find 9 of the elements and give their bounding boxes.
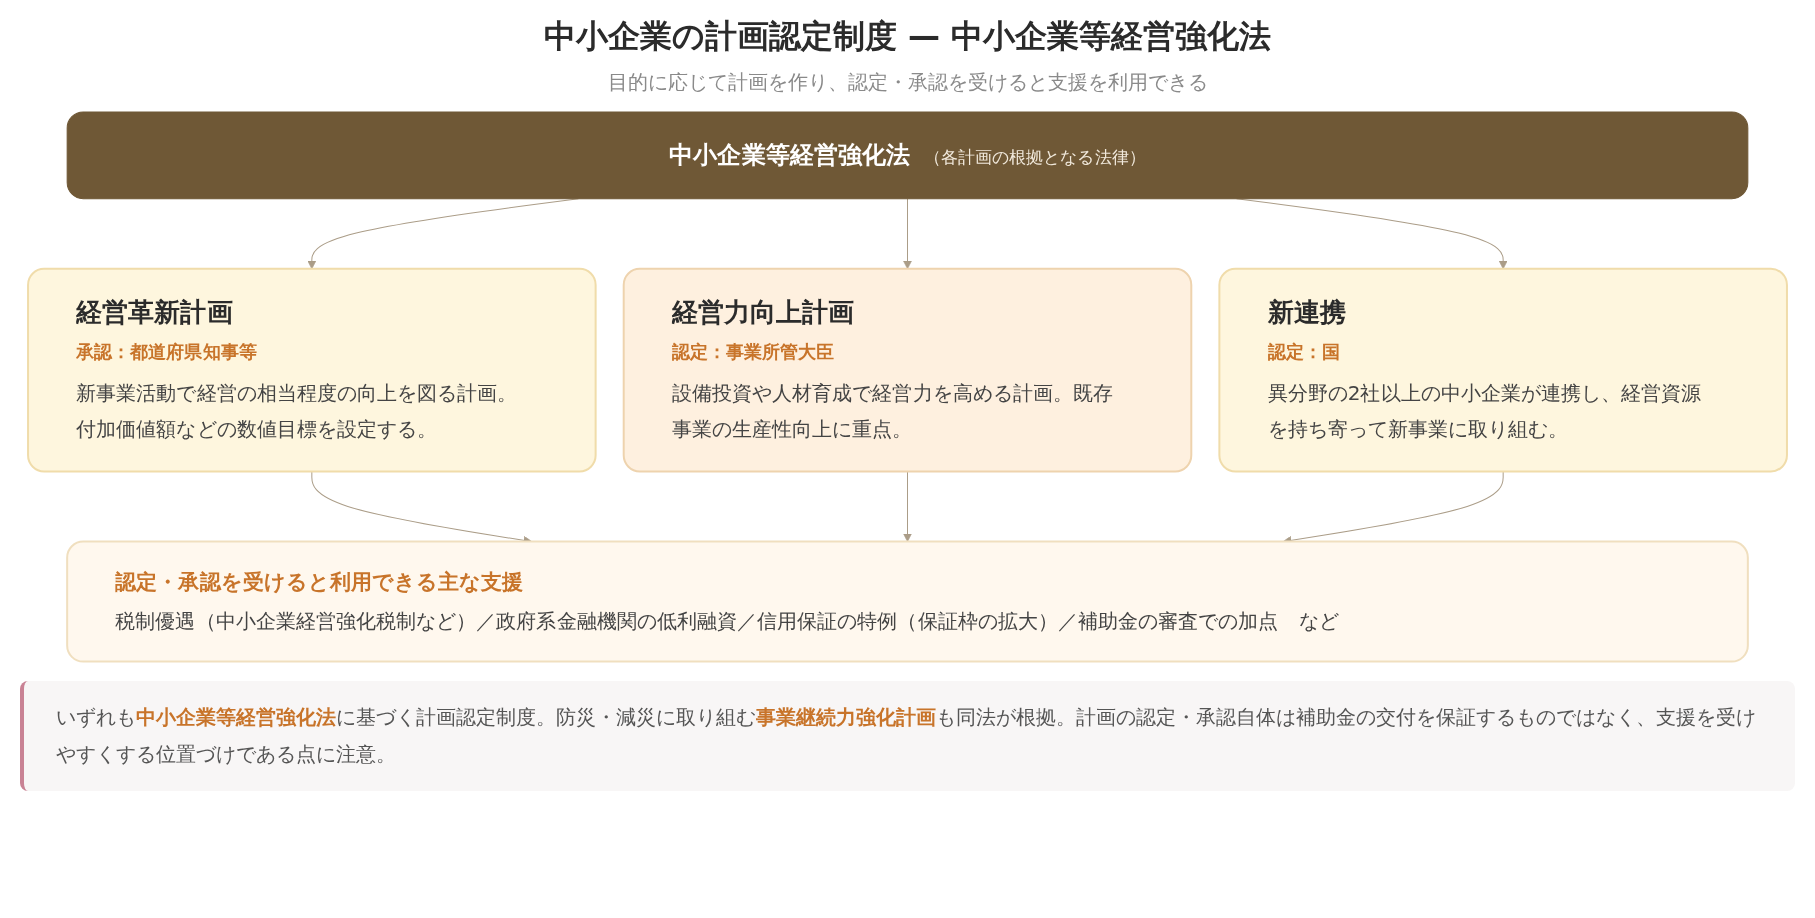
node-box: 経営革新計画 承認：都道府県知事等 新事業活動で経営の相当程度の向上を図る計画。付加価値額などの数値目標を設定する。 xyxy=(27,267,597,472)
note-text: いずれも中小企業等経営強化法に基づく計画認定制度。防災・減災に取り組む事業継続力強化計画も同法が根拠。計画の認定・承認自体は補助金の交付を保証するものではなく、支援を受けやすくする位置づけである点に注意。 xyxy=(56,704,1757,769)
arrow xyxy=(903,197,912,269)
node-box: 新連携 認定：国 異分野の2社以上の中小企業が連携し、経営資源を持ち寄って新事業に取り組む。 xyxy=(1218,267,1788,472)
node-box: 経営力向上計画 認定：事業所管大臣 設備投資や人材育成で経営力を高める計画。既存事業の生産性向上に重点。 xyxy=(622,267,1193,472)
diagram-title: 中小企業の計画認定制度 — 中小企業等経営強化法 xyxy=(543,16,1272,57)
subtitle: 目的に応じて計画を作り、認定・承認を受けると支援を利用できる xyxy=(607,68,1208,96)
node-box: 認定・承認を受けると利用できる主な支援 税制優遇（中小企業経営強化税制など）／政府系金融機関の低利融資／信用保証の特例（保証枠の拡大）／補助金の審査での加点 など xyxy=(66,540,1749,663)
node-box: 中小企業等経営強化法 （各計画の根拠となる法律） xyxy=(66,111,1749,199)
